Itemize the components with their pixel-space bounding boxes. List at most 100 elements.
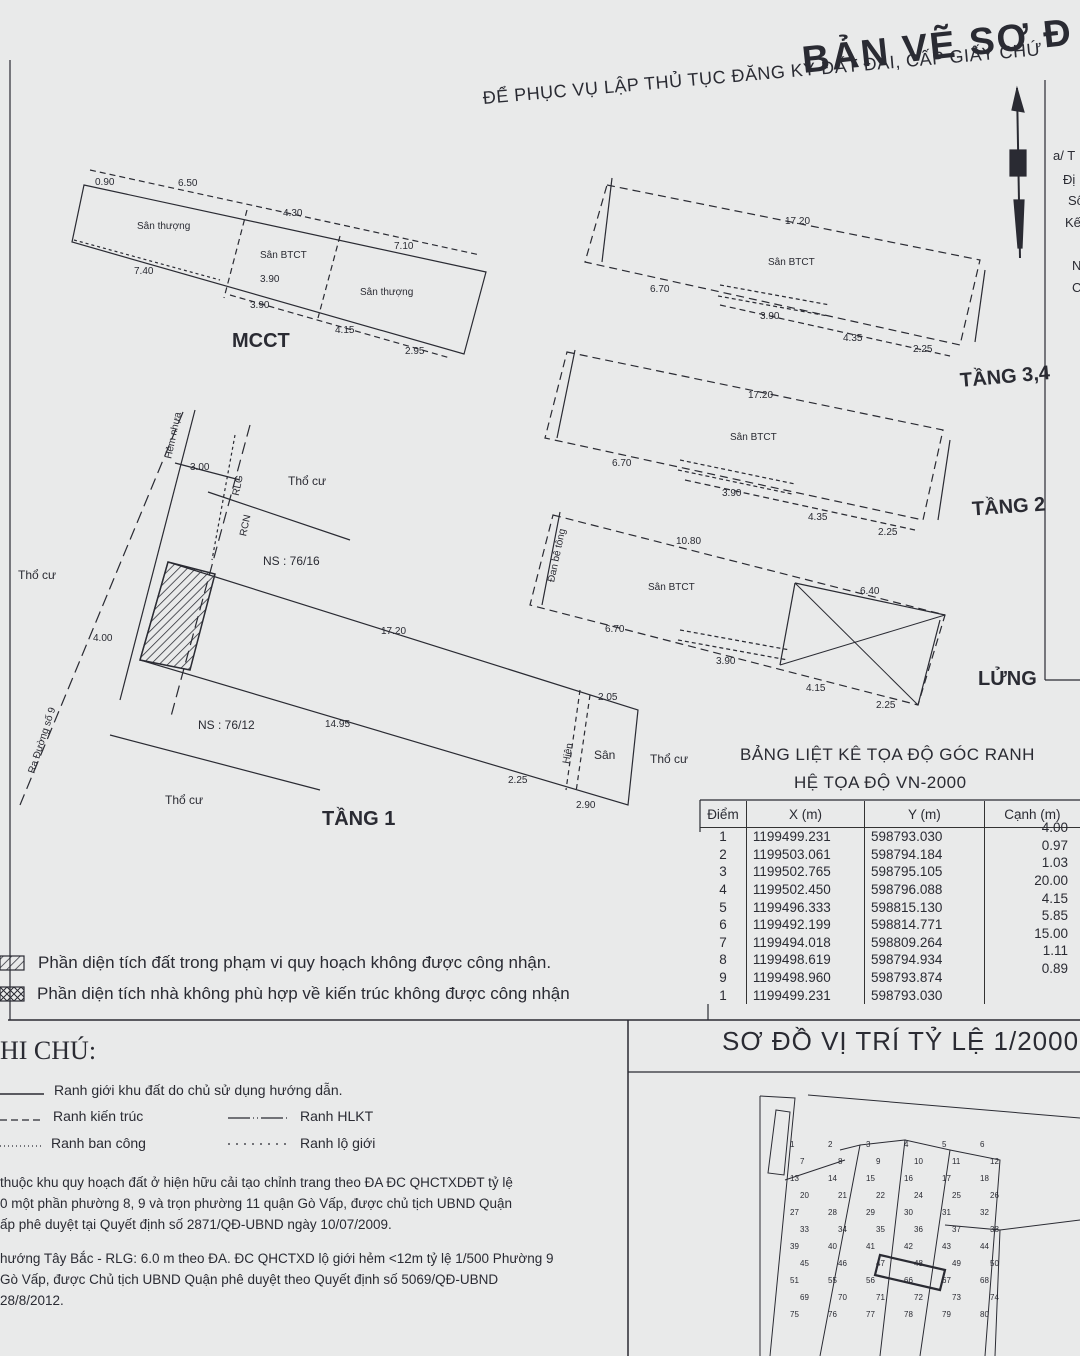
dimension: 4.15 (335, 325, 355, 336)
parcel-number: 72 (914, 1293, 923, 1302)
note-line: Gò Vấp, được Chủ tịch UBND Quận phê duyệ… (0, 1272, 499, 1287)
parcel-number: 22 (876, 1191, 885, 1200)
coord-table-subtitle: HỆ TỌA ĐỘ VN-2000 (794, 773, 967, 792)
table-cell: 2 (719, 846, 727, 862)
parcel-number: 48 (914, 1259, 923, 1268)
note-hlkt: Ranh HLKT (300, 1108, 374, 1124)
table-cell: 598795.105 (864, 863, 985, 881)
dimension: 17.20 (381, 626, 407, 637)
neighbor-number: NS : 76/12 (198, 718, 255, 732)
dimension: 3.00 (190, 462, 210, 473)
parcel-number: 7 (800, 1157, 805, 1166)
parcel-number: 67 (942, 1276, 951, 1285)
area-label: Thổ cư (288, 474, 327, 488)
note-line: thuộc khu quy hoạch đất ở hiện hữu cải t… (0, 1175, 513, 1190)
parcel-number: 43 (942, 1242, 951, 1251)
parcel-number: 20 (800, 1191, 809, 1200)
dimension: 6.40 (860, 586, 880, 597)
area-label: Thổ cư (165, 793, 204, 807)
dimension: 14.95 (325, 719, 351, 730)
table-cell: 1199502.765 (745, 863, 865, 881)
parcel-number: 12 (990, 1157, 999, 1166)
parcel-number: 3 (866, 1140, 871, 1149)
parcel-number: 56 (866, 1276, 875, 1285)
table-cell: 8 (719, 952, 727, 968)
parcel-number: 17 (942, 1174, 951, 1183)
plan-tang1 (19, 409, 639, 806)
dimension: 17.20 (748, 390, 774, 401)
table-cell: 598815.130 (864, 898, 985, 916)
parcel-number: 68 (980, 1276, 989, 1285)
dimension: 7.40 (134, 266, 154, 277)
table-cell: 4 (719, 882, 727, 898)
table-cell: 1199503.061 (745, 845, 865, 864)
edge-length: 5.85 (983, 906, 1080, 925)
location-map-title: SƠ ĐỒ VỊ TRÍ TỶ LỆ 1/2000 (722, 1026, 1080, 1056)
plan-tang2 (544, 349, 951, 531)
edge-length: 4.15 (983, 889, 1080, 907)
parcel-number: 73 (952, 1293, 961, 1302)
area-label: Sân BTCT (648, 582, 695, 593)
note-line: 28/8/2012. (0, 1293, 64, 1308)
parcel-number: 10 (914, 1157, 923, 1166)
table-cell: 598794.934 (864, 951, 985, 969)
parcel-number: 69 (800, 1293, 809, 1302)
dimension: 2.25 (913, 344, 933, 355)
parcel-number: 46 (838, 1259, 847, 1268)
dimension: 4.35 (843, 333, 863, 344)
dimension: 6.70 (612, 458, 632, 469)
location-map (759, 1094, 1080, 1356)
neighbor-number: NS : 76/16 (263, 554, 320, 568)
table-cell: 598796.088 (864, 880, 985, 899)
col-header: Điểm (700, 801, 747, 828)
parcel-number: 2 (828, 1140, 833, 1149)
table-cell: 5 (719, 899, 727, 915)
coord-table-title: BẢNG LIỆT KÊ TỌA ĐỘ GÓC RANH (740, 745, 1035, 764)
dimension: 2.90 (576, 800, 596, 811)
table-cell: 1199502.450 (745, 880, 865, 899)
note-line: ấp phê duyệt tại Quyết định số 2871/QĐ-U… (0, 1217, 392, 1232)
parcel-number: 47 (876, 1259, 885, 1268)
dimension: 3.90 (250, 300, 270, 311)
table-cell: 1 (719, 829, 727, 845)
dimension: 2.05 (598, 692, 618, 703)
notes-heading: HI CHÚ: (0, 1036, 97, 1065)
parcel-number: 1 (790, 1140, 795, 1149)
parcel-number: 40 (828, 1242, 837, 1251)
hatch-house-icon (0, 986, 25, 1002)
parcel-number: 50 (990, 1259, 999, 1268)
area-label: Thổ cư (18, 568, 57, 582)
dimension: 2.25 (876, 700, 896, 711)
dimension: 3.90 (260, 274, 280, 285)
parcel-number: 28 (828, 1208, 837, 1217)
table-cell: 1 (719, 987, 727, 1003)
table-cell: 598793.030 (864, 827, 985, 846)
edge-length: 15.00 (983, 924, 1080, 943)
parcel-number: 76 (828, 1310, 837, 1319)
parcel-number: 27 (790, 1208, 799, 1217)
area-label: Sân thượng (137, 221, 191, 232)
legend-land: Phần diện tích đất trong phạm vi quy hoạ… (38, 953, 552, 972)
col-header: Y (m) (864, 801, 985, 828)
table-cell: 598814.771 (864, 915, 985, 934)
dimension: 2.25 (508, 775, 528, 786)
edge-length: 20.00 (983, 871, 1080, 890)
dimension: 3.90 (760, 311, 780, 322)
parcel-number: 8 (838, 1157, 843, 1166)
dimension: 4.35 (808, 512, 828, 523)
table-cell: 1199498.960 (745, 968, 865, 987)
parcel-number: 31 (942, 1208, 951, 1217)
parcel-number: 38 (990, 1225, 999, 1234)
parcel-number: 6 (980, 1140, 985, 1149)
note-paragraph-1: thuộc khu quy hoạch đất ở hiện hữu cải t… (0, 1172, 620, 1235)
side-fragment: N (1072, 258, 1080, 273)
plan-mcct (71, 169, 487, 359)
parcel-number: 21 (838, 1191, 847, 1200)
